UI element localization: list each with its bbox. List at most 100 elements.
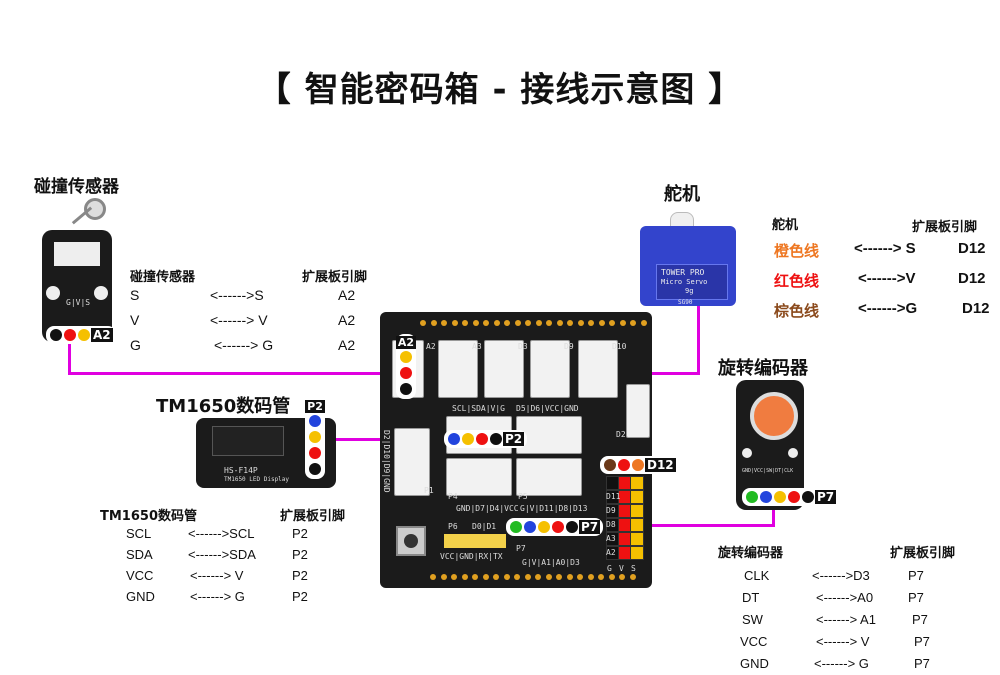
- dot-blue: [309, 415, 321, 427]
- servo-row-b: D12: [958, 240, 986, 257]
- label-p1: P1: [424, 486, 434, 495]
- pin-label-a3: A3: [606, 534, 616, 543]
- connector-p1: [394, 428, 430, 496]
- wire-encoder-up: [772, 500, 775, 527]
- servo-weight: 9g: [685, 287, 694, 295]
- header-hole: [577, 320, 584, 326]
- dot-red: [552, 521, 564, 533]
- header-p6: [444, 534, 506, 548]
- header-hole: [587, 574, 594, 580]
- dot-blue: [524, 521, 536, 533]
- tm-row-a: VCC: [126, 568, 154, 583]
- pin-label-d8: D8: [606, 520, 616, 529]
- connector-p3: [516, 416, 582, 454]
- header-hole: [440, 574, 447, 580]
- dot-yellow: [774, 491, 786, 503]
- pin-label-v: V: [619, 564, 624, 573]
- tm-row-arrow: <------> V: [190, 568, 244, 583]
- bump-port-tag: A2: [46, 326, 116, 344]
- label-p6: P6: [448, 522, 458, 531]
- silk-scl: SCL|SDA|V|G: [452, 404, 505, 413]
- encoder-port-label: P7: [815, 490, 837, 504]
- servo-sg: SG90: [678, 299, 693, 306]
- label-p5: P5: [518, 492, 528, 501]
- servo-row-arrow: <------>V: [858, 270, 916, 287]
- header-hole: [577, 574, 583, 580]
- dot-yellow: [462, 433, 474, 445]
- dot-orange: [632, 459, 644, 471]
- bump-row-b: A2: [338, 337, 356, 353]
- port-p2-tag: P2: [444, 430, 528, 448]
- encoder-hole-right: [788, 448, 798, 458]
- header-hole: [430, 320, 437, 326]
- bump-hole-left: [46, 286, 60, 300]
- header-hole: [451, 320, 458, 326]
- reset-button[interactable]: [396, 526, 426, 556]
- encoder-row-b: P7: [914, 634, 930, 649]
- port-p7-tag: P7: [506, 518, 604, 536]
- encoder-row-a: GND: [740, 656, 769, 671]
- encoder-row-b: P7: [908, 590, 924, 605]
- silk-gnd: GND|D7|D4|VCC: [456, 504, 519, 513]
- servo-row-b: D12: [962, 300, 990, 317]
- bump-port-label: A2: [91, 328, 113, 342]
- connector-d3: [484, 340, 524, 398]
- label-d10: D10: [612, 342, 627, 351]
- tm-led-display: [212, 426, 284, 456]
- encoder-table-header: 旋转编码器: [718, 546, 784, 561]
- header-hole: [524, 574, 531, 580]
- encoder-row-arrow: <------> A1: [816, 612, 876, 627]
- header-hole: [546, 320, 552, 326]
- bump-row-b: A2: [338, 312, 356, 328]
- dot-red: [476, 433, 488, 445]
- dot-black: [802, 491, 814, 503]
- bump-row-arrow: <------>S: [210, 287, 264, 303]
- port-a2-label: A2: [395, 336, 417, 349]
- bump-sensor-board: G|V|S: [42, 230, 112, 342]
- servo-label-plate: TOWER PRO Micro Servo 9g: [656, 264, 728, 300]
- port-p7-label: P7: [579, 520, 601, 534]
- header-hole: [598, 574, 604, 580]
- label-a2: A2: [426, 342, 436, 351]
- dot-red: [309, 447, 321, 459]
- encoder-row-a: SW: [742, 612, 763, 627]
- bump-row-arrow: <------> V: [210, 312, 268, 328]
- header-hole: [566, 574, 573, 580]
- header-hole: [619, 574, 625, 580]
- dot-black: [490, 433, 502, 445]
- encoder-silk: GND|VCC|SW|DT|CLK: [742, 468, 794, 474]
- encoder-hole-left: [742, 448, 752, 458]
- encoder-port-tag: P7: [742, 488, 840, 506]
- encoder-table-header-pin: 扩展板引脚: [890, 546, 956, 561]
- header-pin: [630, 490, 644, 504]
- header-hole: [630, 320, 636, 326]
- header-hole: [514, 574, 520, 580]
- bump-row-arrow: <------> G: [214, 337, 274, 353]
- tm-table: SCL <------>SCL P2 SDA <------>SDA P2 VC…: [126, 526, 346, 610]
- dot-yellow: [538, 521, 550, 533]
- encoder-row-a: DT: [742, 590, 760, 605]
- encoder-row-arrow: <------> V: [816, 634, 870, 649]
- servo-heading: 舵机: [664, 184, 700, 205]
- encoder-row-b: P7: [908, 568, 924, 583]
- tm-table-header: TM1650数码管: [100, 509, 197, 524]
- dot-yellow: [309, 431, 321, 443]
- bump-row-a: G: [130, 337, 141, 353]
- header-hole: [462, 320, 468, 326]
- tm-port-tag: P2: [305, 398, 325, 479]
- encoder-row-b: P7: [914, 656, 930, 671]
- connector-d9: [530, 340, 570, 398]
- header-hole: [640, 320, 647, 326]
- dot-black: [566, 521, 578, 533]
- servo-row-arrow: <------> S: [854, 240, 916, 257]
- header-hole: [430, 574, 436, 580]
- header-pin: [630, 518, 644, 532]
- header-hole: [535, 574, 541, 580]
- header-hole: [514, 320, 521, 326]
- bump-row-a: S: [130, 287, 140, 303]
- pin-label-s: S: [631, 564, 636, 573]
- label-d3: D3: [518, 342, 528, 351]
- header-hole: [609, 320, 615, 326]
- silk-p5: G|V|D11|D8|D13: [520, 504, 588, 513]
- header-hole: [525, 320, 531, 326]
